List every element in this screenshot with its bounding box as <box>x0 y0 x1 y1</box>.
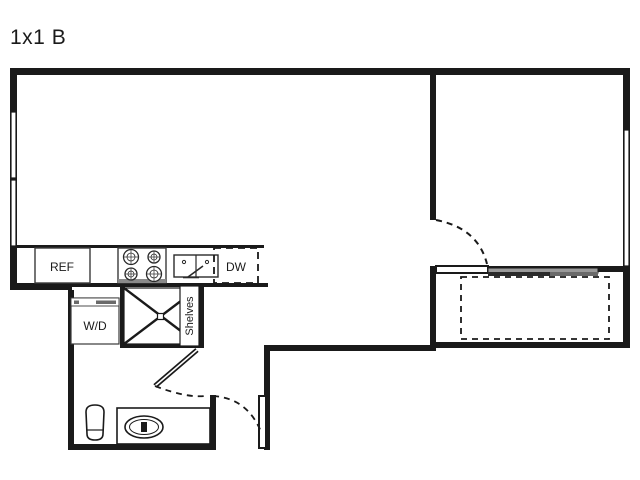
dishwasher <box>213 247 259 284</box>
wall-group <box>10 68 630 450</box>
bathroom-door-panel <box>258 395 267 449</box>
wall-closet-bottom <box>430 342 630 348</box>
wall-hall-left <box>10 284 17 290</box>
wall-exterior-top <box>10 68 630 75</box>
bedroom-closet <box>460 267 610 340</box>
wall-kitchen-counter-bottom <box>10 283 268 287</box>
wall-bath-left <box>68 290 74 450</box>
bedroom-window <box>623 129 630 267</box>
wall-bath-right <box>210 395 216 450</box>
living-window-lower <box>10 179 17 247</box>
washer-dryer-label: W/D <box>83 319 107 333</box>
living-window-upper <box>10 111 17 179</box>
sink-drain-right <box>204 259 210 265</box>
sink-faucet <box>187 265 204 278</box>
wall-closet-left <box>430 266 436 348</box>
window-group <box>10 111 630 267</box>
kitchen-sink <box>173 254 219 279</box>
laundry-group: W/D Shelves <box>70 285 206 398</box>
vanity-faucet <box>141 422 147 432</box>
shelves-label: Shelves <box>184 296 196 336</box>
dishwasher-label: DW <box>226 260 247 274</box>
toilet <box>85 404 105 441</box>
refrigerator <box>34 247 91 284</box>
wall-exterior-left-upper <box>10 68 17 290</box>
shelves-closet: Shelves <box>179 285 200 347</box>
wall-kitchen-counter-top <box>14 245 264 248</box>
range-front-bar <box>118 279 166 283</box>
refrigerator-label: REF <box>50 260 74 274</box>
kitchen-group: REF <box>34 247 259 284</box>
closet-slider-panel-overlap <box>488 272 550 276</box>
wall-partition-living-bedroom <box>430 68 436 220</box>
bathroom-group <box>85 395 267 449</box>
page-title: 1x1 B <box>10 26 67 49</box>
washer-dryer-control-panel <box>70 297 120 307</box>
bedroom-closet-shelf <box>460 276 610 340</box>
wall-shelves-right <box>198 285 204 347</box>
linen-closet-center-node <box>156 312 165 321</box>
sink-drain-left <box>181 259 187 265</box>
wall-hall-bottom-right <box>264 345 436 351</box>
bedroom-door <box>435 219 489 274</box>
bedroom-door-panel <box>435 265 489 274</box>
wall-bath-bottom <box>68 444 216 450</box>
wall-shelves-left <box>120 286 125 346</box>
hall-closet-door <box>153 348 206 398</box>
wall-shelves-bottom <box>120 342 204 348</box>
bathroom-door <box>212 395 267 449</box>
burner-group <box>122 248 163 283</box>
